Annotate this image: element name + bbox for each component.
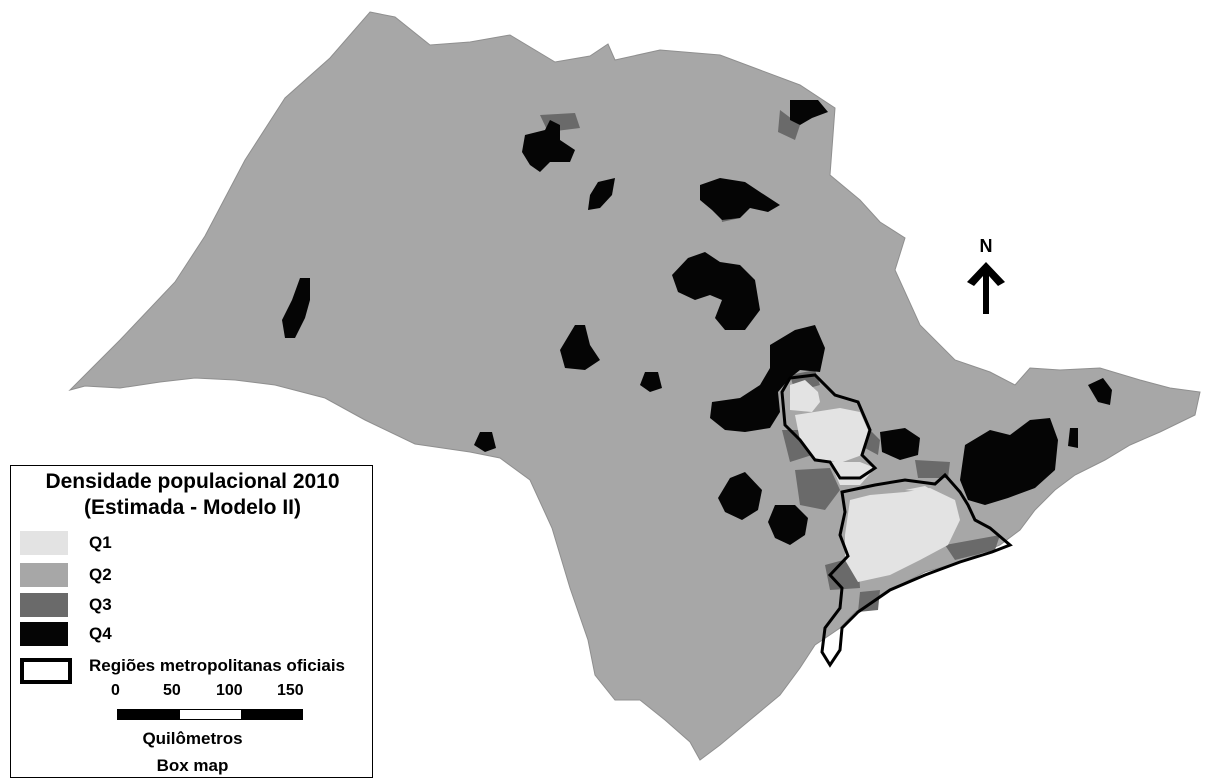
q1-municipalities [790,380,960,582]
legend-label-metro: Regiões metropolitanas oficiais [89,656,346,675]
q4-municipalities [282,100,1112,545]
legend-label-q4: Q4 [89,624,112,643]
scale-tick-150: 150 [277,682,304,699]
map-legend: Densidade populacional 2010 (Estimada - … [10,465,373,778]
scale-tick-0: 0 [111,682,120,699]
legend-label-q2: Q2 [89,565,112,584]
legend-title-line1: Densidade populacional 2010 [45,470,340,493]
scale-tick-50: 50 [163,682,181,699]
legend-label-q3: Q3 [89,595,112,614]
north-arrow: N [960,236,1012,316]
scale-tick-100: 100 [216,682,243,699]
scale-bar-segment-1 [117,709,180,720]
legend-swatch-q4 [20,622,68,646]
north-arrow-icon [967,262,1005,314]
legend-swatch-metro [20,658,72,684]
legend-swatch-q3 [20,593,68,617]
legend-swatch-q2 [20,563,68,587]
scale-bar-segment-2 [179,709,242,720]
scale-bar-segment-3 [241,709,303,720]
legend-label-q1: Q1 [89,533,112,552]
map-type-label: Box map [156,756,229,775]
north-label: N [979,236,993,256]
scale-units: Quilômetros [142,729,243,748]
legend-title-line2: (Estimada - Modelo II) [83,496,301,519]
legend-swatch-q1 [20,531,68,555]
metro-region-outlines [780,373,1013,668]
